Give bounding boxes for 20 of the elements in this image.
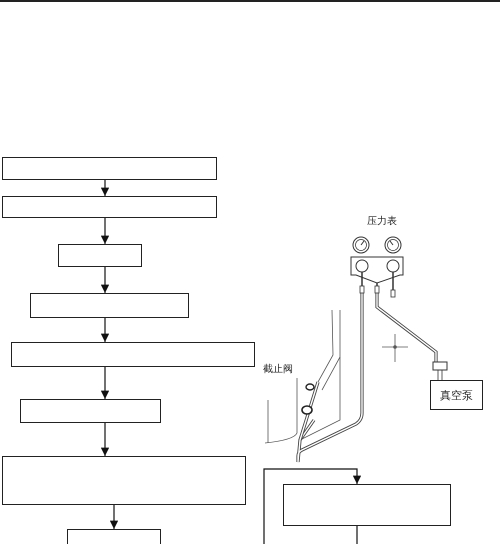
part-label: 截止阀: [263, 362, 293, 376]
arrow: [100, 423, 110, 456]
process-box: [2, 456, 246, 505]
process-box: [2, 196, 217, 218]
arrow: [100, 180, 110, 196]
arrow: [100, 318, 110, 342]
process-box: [58, 244, 142, 267]
pump-box: [430, 380, 483, 410]
arrow: [100, 267, 110, 293]
pump-label: 真空泵: [440, 388, 473, 402]
process-box: [11, 342, 255, 367]
process-box: [30, 293, 189, 318]
arrow: [100, 218, 110, 244]
arrow: [263, 468, 362, 544]
process-box: [283, 484, 451, 526]
arrow: [110, 505, 118, 529]
process-box: [20, 399, 161, 423]
part-label: 压力表: [367, 214, 397, 228]
process-box: [2, 157, 217, 180]
arrow: [100, 367, 110, 399]
